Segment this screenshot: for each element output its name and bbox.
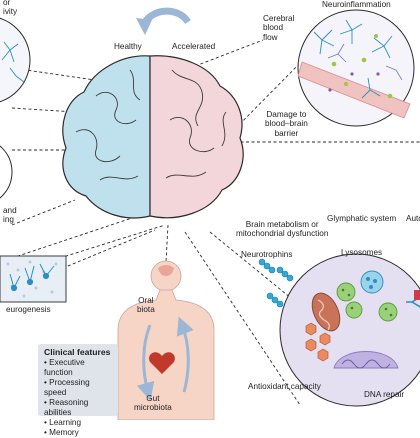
left-circle-mid [0, 145, 13, 199]
gut-microbiota-label: Gut microbiota [134, 394, 172, 413]
clinical-feature-item: Executive function [44, 358, 112, 378]
accelerated-label: Accelerated [172, 42, 216, 51]
and-ing-label: and ing [3, 206, 17, 225]
neurotrophin-molecules-icon [258, 258, 294, 308]
neurogenesis-panel [0, 255, 67, 303]
human-figure [117, 260, 215, 420]
auto-label: Auto [406, 214, 420, 223]
neurogenesis-label: eurogenesis [6, 305, 51, 314]
healthy-label: Healthy [114, 42, 142, 51]
top-left-fragment-label: or ivity [3, 0, 18, 17]
glymphatic-label: Glymphatic system [327, 214, 397, 223]
oral-biota-label: Oral biota [137, 296, 155, 315]
cell-circle [279, 253, 420, 407]
nucleus-icon [333, 351, 399, 369]
clinical-feature-item: Reasoning abilities [44, 398, 112, 418]
antioxidant-label: Antioxidant capacity [248, 382, 321, 391]
diagram-canvas [0, 7, 420, 420]
lysosomes-label: Lysosomes [341, 248, 383, 257]
damage-bbb-label: Damage to blood–brain barrier [265, 110, 308, 138]
heart-icon [149, 352, 175, 374]
neuroinflammation-circle [297, 9, 415, 127]
mitochondrion-icon [311, 292, 341, 332]
neuroinflammation-label: Neuroinflammation [322, 0, 391, 9]
healthy-hemisphere [62, 55, 151, 219]
accelerated-hemisphere [149, 55, 244, 219]
antioxidant-icon [305, 322, 331, 362]
cerebral-blood-flow-label: Cerebral blood flow [263, 14, 295, 42]
clinical-features-title: Clinical features [44, 347, 111, 357]
clinical-features-panel: Clinical features Executive function Pro… [38, 344, 118, 437]
dna-repair-label: DNA repair [364, 390, 405, 399]
neurotrophins-label: Neurotrophins [241, 250, 293, 259]
brain-metabolism-label: Brain metabolism or mitochondrial dysfun… [236, 220, 329, 239]
clinical-feature-item: Processing speed [44, 378, 112, 398]
clinical-features-list: Executive function Processing speed Reas… [44, 358, 112, 438]
clinical-feature-item: Memory [44, 428, 112, 438]
left-circle-top [0, 17, 31, 103]
lysosomes-icon [336, 282, 398, 322]
autophagosome-icon [360, 270, 384, 294]
brain [62, 55, 244, 219]
state-arrow [136, 7, 191, 35]
